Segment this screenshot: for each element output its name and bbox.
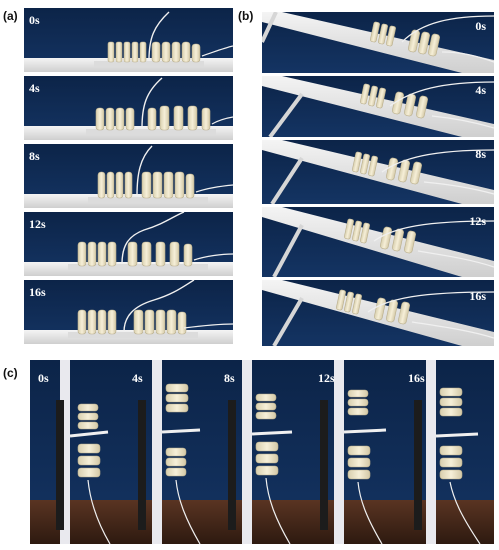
panel-a-frame-4s-time-label: 4s	[29, 81, 40, 95]
panel-b-frame-0s: 0s	[262, 12, 494, 73]
panel-a-frame-16s-time-label: 16s	[29, 285, 46, 299]
panel-a-frame-4s: 4s	[24, 76, 233, 140]
panel-b-label: (b)	[238, 9, 254, 23]
panel-c-strip: 0s 4s 8s 12s 16s	[30, 360, 494, 544]
panel-b-frame-4s: 4s	[262, 76, 494, 137]
panel-b-frame-16s-time-label: 16s	[469, 289, 486, 303]
panel-b-frame-16s: 16s	[262, 280, 494, 346]
panel-b-frame-12s-time-label: 12s	[469, 214, 486, 228]
panel-b-frame-0s-time-label: 0s	[475, 19, 486, 33]
panel-a-frame-16s: 16s	[24, 280, 233, 344]
panel-a-label: (a)	[3, 9, 18, 23]
panel-a-frame-12s-time-label: 12s	[29, 217, 46, 231]
panel-a-frame-8s: 8s	[24, 144, 233, 208]
panel-c-frame-16s-time-label: 16s	[408, 371, 425, 385]
panel-b-frame-12s: 12s	[262, 207, 494, 277]
panel-a-frame-8s-time-label: 8s	[29, 149, 40, 163]
panel-c-frame-0s-time-label: 0s	[38, 371, 49, 385]
panel-c-frame-8s-time-label: 8s	[224, 371, 235, 385]
panel-b-frame-8s-time-label: 8s	[475, 147, 486, 161]
panel-a-frame-12s: 12s	[24, 212, 233, 276]
panel-b-frame-8s: 8s	[262, 140, 494, 204]
panel-c-label: (c)	[3, 366, 18, 380]
panel-a-frame-0s-time-label: 0s	[29, 13, 40, 27]
panel-b-frame-4s-time-label: 4s	[475, 83, 486, 97]
panel-c-frame-12s-time-label: 12s	[318, 371, 335, 385]
panel-c-frame-4s-time-label: 4s	[132, 371, 143, 385]
panel-a-frame-0s: 0s	[24, 8, 233, 72]
